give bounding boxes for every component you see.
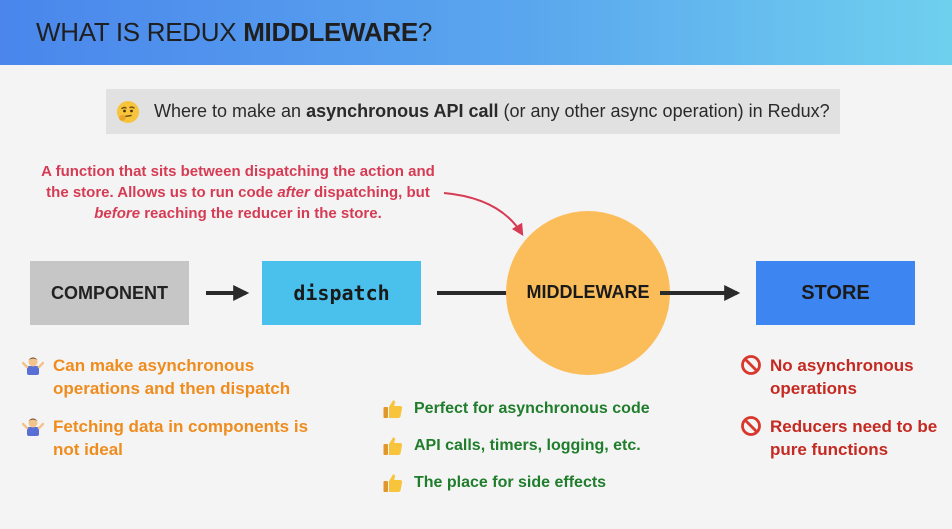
definition-pointer-arrow bbox=[443, 192, 524, 237]
question-banner: Where to make an asynchronous API call (… bbox=[106, 89, 840, 134]
definition-before-emphasis: before bbox=[94, 205, 141, 222]
component-note: Can make asynchronous operations and the… bbox=[22, 354, 312, 400]
thumbs-up-icon bbox=[383, 474, 403, 492]
store-note-text: Reducers need to be pure functions bbox=[770, 417, 938, 459]
store-note: Reducers need to be pure functions bbox=[740, 415, 940, 461]
header-bar: WHAT IS REDUX MIDDLEWARE? bbox=[0, 0, 952, 65]
thinking-face-icon bbox=[117, 100, 139, 123]
prohibited-icon bbox=[741, 355, 761, 375]
definition-line-1: A function that sits between dispatching… bbox=[41, 163, 435, 180]
question-text: Where to make an asynchronous API call (… bbox=[154, 101, 830, 122]
prohibited-icon bbox=[741, 416, 761, 436]
page-title: WHAT IS REDUX MIDDLEWARE? bbox=[36, 17, 432, 48]
definition-after-emphasis: after bbox=[277, 184, 310, 201]
title-bold: MIDDLEWARE bbox=[243, 17, 418, 47]
thumbs-up-icon bbox=[383, 437, 403, 455]
middleware-definition: A function that sits between dispatching… bbox=[30, 161, 446, 224]
store-box: STORE bbox=[756, 261, 915, 325]
middleware-note-text: The place for side effects bbox=[414, 474, 607, 491]
store-note: No asynchronous operations bbox=[740, 354, 940, 400]
thumbs-up-icon bbox=[383, 400, 403, 418]
title-suffix: ? bbox=[417, 17, 433, 47]
component-note-text: Fetching data in components is not ideal bbox=[53, 417, 309, 459]
shrugging-person-icon bbox=[22, 418, 44, 436]
middleware-label: MIDDLEWARE bbox=[526, 282, 650, 302]
component-note-text: Can make asynchronous operations and the… bbox=[53, 356, 291, 398]
shrugging-person-icon bbox=[22, 357, 44, 375]
middleware-note: Perfect for asynchronous code bbox=[382, 398, 702, 420]
store-notes: No asynchronous operations Reducers need… bbox=[740, 354, 940, 476]
component-notes: Can make asynchronous operations and the… bbox=[22, 354, 312, 476]
component-note: Fetching data in components is not ideal bbox=[22, 415, 312, 461]
component-box: COMPONENT bbox=[30, 261, 189, 325]
middleware-circle bbox=[506, 211, 670, 375]
definition-line-2: the store. Allows us to run code after d… bbox=[30, 182, 446, 203]
question-suffix: (or any other async operation) in Redux? bbox=[498, 101, 830, 121]
dispatch-box: dispatch bbox=[262, 261, 421, 325]
middleware-note: The place for side effects bbox=[382, 472, 702, 494]
definition-line-3-end: reaching the reducer in the store. bbox=[140, 205, 382, 222]
middleware-note-text: Perfect for asynchronous code bbox=[414, 400, 650, 417]
middleware-note-text: API calls, timers, logging, etc. bbox=[414, 437, 641, 454]
definition-line-2-end: dispatching, but bbox=[309, 184, 430, 201]
question-prefix: Where to make an bbox=[154, 101, 307, 121]
middleware-note: API calls, timers, logging, etc. bbox=[382, 435, 702, 457]
title-prefix: WHAT IS REDUX bbox=[36, 17, 244, 47]
definition-line-3: before reaching the reducer in the store… bbox=[30, 203, 446, 224]
question-bold: asynchronous API call bbox=[306, 101, 499, 121]
definition-line-2-start: the store. Allows us to run code bbox=[46, 184, 278, 201]
store-note-text: No asynchronous operations bbox=[770, 356, 914, 398]
middleware-notes: Perfect for asynchronous code API calls,… bbox=[382, 398, 702, 509]
